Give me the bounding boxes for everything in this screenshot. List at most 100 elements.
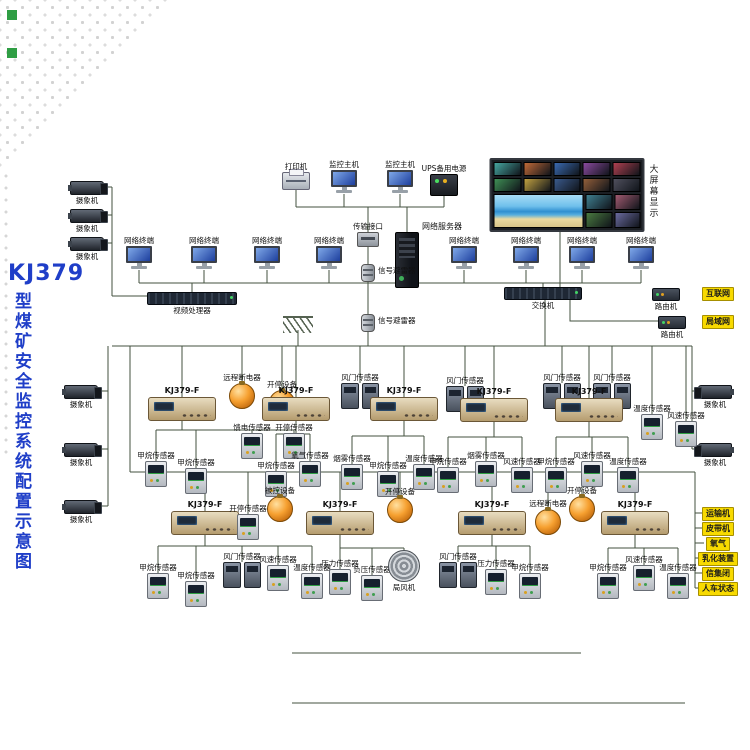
- printer-label: 打印机: [284, 161, 308, 171]
- sensor-node: 温度传感器: [633, 404, 671, 440]
- arrester-label: 信号避雷器: [378, 316, 416, 325]
- sensor-icon: [377, 471, 399, 497]
- sensor-label: 甲烷传感器: [177, 457, 215, 467]
- sensor-label: 甲烷传感器: [537, 456, 575, 466]
- sensor-node: 甲烷传感器: [589, 563, 627, 599]
- sensor-node: 烟雾传感器: [467, 451, 505, 487]
- system-tag: 局域网: [702, 315, 734, 329]
- sensor-label: 负压传感器: [353, 564, 391, 574]
- camera-node: 摄象机: [698, 385, 732, 408]
- monitor-label: 网络终端: [124, 235, 154, 245]
- substation-icon: [171, 511, 239, 535]
- monitor-label: 监控主机: [385, 159, 415, 169]
- wall-screen-grid: [493, 162, 641, 192]
- substation-label: KJ379-F: [164, 386, 200, 395]
- sensor-icon: [241, 433, 263, 459]
- arrester-node: 信号避雷器: [361, 314, 416, 332]
- door-sensor-icon: [341, 383, 379, 409]
- wall-tile: [582, 178, 611, 192]
- camera-icon: [698, 443, 732, 457]
- orange-label: 被控设备: [265, 485, 295, 495]
- substation-icon: [306, 511, 374, 535]
- computer-monitor-icon: [126, 246, 152, 269]
- wall-tile: [612, 162, 641, 176]
- sensor-label: 烟雾传感器: [467, 450, 505, 460]
- monitor-node: 网络终端: [189, 236, 219, 269]
- monitor-label: 网络终端: [252, 235, 282, 245]
- actuator-icon: [535, 507, 561, 535]
- decor-green-square: [7, 10, 17, 20]
- wall-tile: [582, 162, 611, 176]
- sensor-label: 开停传感器: [275, 422, 313, 432]
- ups-power-icon: [430, 174, 458, 196]
- monitor-node: 网络终端: [567, 236, 597, 269]
- camera-label: 摄象机: [69, 458, 93, 467]
- substation-label: KJ379-F: [571, 387, 607, 396]
- longbox-node: 视频处理器: [147, 292, 237, 314]
- substation-node: KJ379-F: [458, 501, 526, 535]
- sensor-icon: [283, 433, 305, 459]
- monitor-node: 网络终端: [449, 236, 479, 269]
- monitor-label: 网络终端: [567, 235, 597, 245]
- wall-lower-row: [493, 194, 641, 228]
- sensor-node: 开停传感器: [275, 423, 313, 459]
- sensor-node: 甲烷传感器: [139, 563, 177, 599]
- wire: [569, 298, 659, 322]
- camera-node: 摄象机: [68, 181, 108, 204]
- camera-node: 摄象机: [68, 209, 108, 232]
- sensor-icon: [545, 467, 567, 493]
- orange-node: 远程断电器: [529, 499, 567, 535]
- wall-photo: [493, 194, 584, 228]
- monitor-node: 监控主机: [385, 160, 415, 193]
- sensor-node: 甲烷传感器: [369, 461, 407, 497]
- sensor-label: 烟雾传感器: [333, 453, 371, 463]
- wall-tile: [523, 162, 552, 176]
- sensor-icon: [617, 467, 639, 493]
- substation-icon: [458, 511, 526, 535]
- actuator-icon: [569, 494, 595, 522]
- wall-side-grid: [585, 194, 641, 228]
- substation-node: KJ379-F: [555, 388, 623, 422]
- camera-node: 摄象机: [68, 237, 108, 260]
- camera-node: 摄象机: [698, 443, 732, 466]
- system-code: KJ379: [8, 261, 85, 286]
- sensor-node: 馈电传感器: [233, 423, 271, 459]
- monitor-label: 网络终端: [314, 235, 344, 245]
- sensor-node: 甲烷传感器: [537, 457, 575, 493]
- ups-label: UPS备用电源: [421, 163, 467, 173]
- video-wall: [489, 158, 645, 232]
- sensor-icon: [475, 461, 497, 487]
- wall-tile: [493, 162, 522, 176]
- sensor-icon: [145, 461, 167, 487]
- tower-node: [395, 232, 419, 288]
- camera-icon: [68, 237, 108, 251]
- fan-icon: [388, 550, 420, 582]
- system-tag: 氧气: [706, 537, 730, 551]
- substation-label: KJ379-F: [474, 500, 510, 509]
- wall-tile: [553, 162, 581, 176]
- monitor-label: 网络终端: [189, 235, 219, 245]
- camera-icon: [62, 500, 102, 514]
- monitor-node: 网络终端: [626, 236, 656, 269]
- camera-label: 摄象机: [75, 252, 99, 261]
- doorpair-label: 风门传感器: [439, 551, 477, 561]
- substation-icon: [601, 511, 669, 535]
- door-sensor-icon: [223, 562, 261, 588]
- surge-arrester-icon: [361, 264, 375, 282]
- computer-monitor-icon: [451, 246, 477, 269]
- sensor-label: 风速传感器: [625, 554, 663, 564]
- sensor-node: 温度传感器: [659, 563, 697, 599]
- sensor-node: 风速传感器: [573, 451, 611, 487]
- doorpair-label: 风门传感器: [593, 372, 631, 382]
- wall-tile: [585, 194, 612, 210]
- sensor-node: 压力传感器: [477, 559, 515, 595]
- wall-tile: [523, 178, 552, 192]
- camera-node: 摄象机: [62, 500, 102, 523]
- sensor-icon: [519, 573, 541, 599]
- system-tag: 信集闭: [702, 567, 734, 581]
- sensor-icon: [185, 581, 207, 607]
- sensor-node: 甲烷传感器: [257, 461, 295, 497]
- arrester-node: 信号避雷器: [361, 264, 416, 282]
- router-node: 路由机: [652, 288, 680, 310]
